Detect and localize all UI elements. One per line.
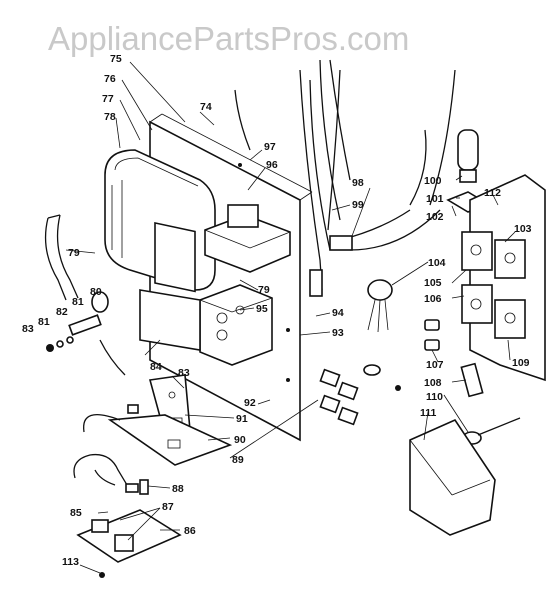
control-switch-bank xyxy=(461,174,546,382)
cover-111 xyxy=(409,418,496,536)
main-wire-harness xyxy=(234,59,456,297)
callout-92: 92 xyxy=(244,397,256,409)
callout-labels: 75 76 77 78 74 97 96 79 80 81 82 83 81 7… xyxy=(22,53,532,568)
callout-111: 111 xyxy=(420,407,437,419)
transformer xyxy=(104,149,216,293)
callout-98: 98 xyxy=(352,177,364,189)
left-small-parts xyxy=(44,214,139,433)
callout-93: 93 xyxy=(332,327,344,339)
callout-113: 113 xyxy=(62,556,79,568)
callout-107: 107 xyxy=(426,359,444,371)
base-plate xyxy=(107,414,233,466)
interlock-plate xyxy=(76,509,182,578)
callout-80: 80 xyxy=(90,286,102,298)
callout-76: 76 xyxy=(104,73,116,85)
callout-90: 90 xyxy=(234,434,246,446)
callout-78: 78 xyxy=(104,111,116,123)
callout-74: 74 xyxy=(200,101,212,113)
callout-102: 102 xyxy=(426,211,444,223)
watermark-text: AppliancePartsPros.com xyxy=(48,20,409,57)
callout-88: 88 xyxy=(172,483,184,495)
callout-105: 105 xyxy=(424,277,442,289)
callout-95: 95 xyxy=(256,303,268,315)
callout-97: 97 xyxy=(264,141,276,153)
callout-79b: 79 xyxy=(258,284,270,296)
terminal-connector xyxy=(367,279,393,333)
callout-112: 112 xyxy=(484,187,501,199)
callout-106: 106 xyxy=(424,293,442,305)
callout-85: 85 xyxy=(70,507,82,519)
callout-75: 75 xyxy=(110,53,122,65)
fuse-parts xyxy=(424,319,440,351)
oven-lamp xyxy=(446,129,490,213)
callout-109: 109 xyxy=(512,357,530,369)
callout-110: 110 xyxy=(426,391,443,403)
callout-77: 77 xyxy=(102,93,114,105)
callout-81b: 81 xyxy=(38,316,50,328)
callout-100: 100 xyxy=(424,175,442,187)
filament-transformer xyxy=(203,204,292,273)
relay-group xyxy=(319,364,401,426)
callout-89: 89 xyxy=(232,454,244,466)
callout-91: 91 xyxy=(236,413,248,425)
callout-82: 82 xyxy=(56,306,68,318)
lower-bracket xyxy=(139,289,201,351)
leader-lines xyxy=(65,61,516,574)
callout-79a: 79 xyxy=(68,247,80,259)
capacitor-block xyxy=(198,284,274,366)
callout-84: 84 xyxy=(150,361,162,373)
callout-81a: 81 xyxy=(72,296,84,308)
callout-99: 99 xyxy=(352,199,364,211)
callout-108: 108 xyxy=(424,377,442,389)
callout-96: 96 xyxy=(266,159,278,171)
wire-harness-88 xyxy=(73,453,149,495)
callout-83a: 83 xyxy=(22,323,34,335)
callout-103: 103 xyxy=(514,223,532,235)
callout-86: 86 xyxy=(184,525,196,537)
callout-87: 87 xyxy=(162,501,174,513)
callout-94: 94 xyxy=(332,307,344,319)
sensor-parts xyxy=(460,362,521,445)
callout-101: 101 xyxy=(426,193,444,205)
callout-104: 104 xyxy=(428,257,446,269)
callout-83b: 83 xyxy=(178,367,190,379)
